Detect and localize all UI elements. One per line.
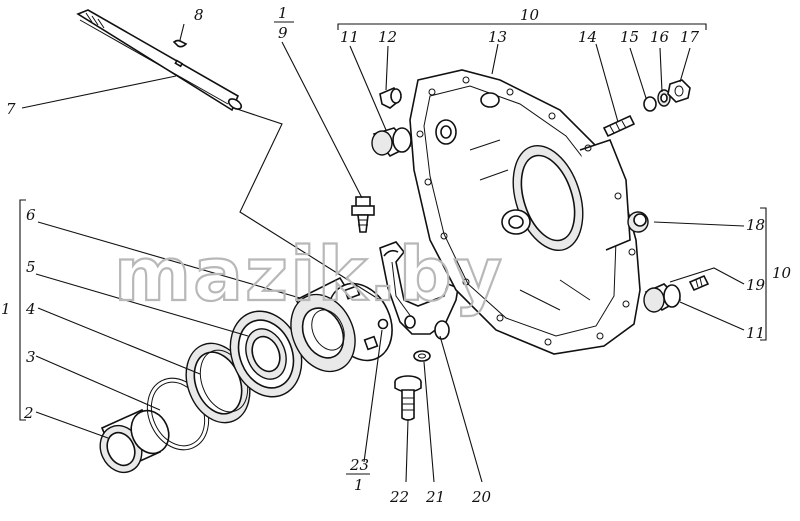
callout-23-top: 23 (349, 456, 369, 474)
callout-6: 6 (26, 206, 36, 224)
callout-labels: 1 2 3 4 5 6 7 8 1 9 10 11 12 13 14 15 16… (1, 4, 792, 506)
part-9-grease-fitting (351, 196, 375, 233)
callout-12: 12 (378, 28, 397, 46)
part-13-clutch-housing (409, 69, 641, 355)
part-2-sleeve (99, 408, 170, 474)
callout-14: 14 (578, 28, 597, 46)
callout-11-top: 11 (340, 28, 359, 46)
callout-17: 17 (680, 28, 700, 46)
part-12-plug (379, 86, 402, 109)
part-22-bolt (394, 375, 422, 421)
bracket-left-1 (19, 199, 26, 421)
part-6-bearing-housing (290, 276, 393, 373)
bracket-top-10 (337, 23, 707, 30)
callout-13: 13 (488, 28, 507, 46)
callout-21: 21 (425, 488, 445, 506)
part-21-washer (413, 350, 431, 362)
callout-4: 4 (25, 300, 36, 318)
part-18-plug (627, 211, 649, 233)
part-20-release-fork (379, 241, 459, 340)
callout-10-top: 10 (520, 6, 540, 24)
part-7-shaft (76, 9, 243, 112)
part-5-bearing (229, 310, 303, 398)
callout-1: 1 (1, 300, 11, 318)
callout-19: 19 (746, 276, 766, 294)
callout-18: 18 (746, 216, 765, 234)
callout-5: 5 (26, 258, 36, 276)
callout-9-top: 1 (278, 4, 288, 22)
callout-11-right: 11 (746, 324, 765, 342)
callout-23-bottom: 1 (354, 476, 364, 494)
part-8-key (172, 39, 188, 48)
callout-8: 8 (194, 6, 204, 24)
watermark-text: mazik.by (114, 232, 504, 318)
part-19-pin (688, 274, 710, 292)
callout-20: 20 (471, 488, 492, 506)
bracket-right-10 (760, 207, 767, 341)
callout-3: 3 (26, 348, 36, 366)
callout-9-bottom: 9 (278, 24, 288, 42)
part-4-ring (185, 342, 251, 424)
leader-lines (21, 23, 745, 483)
callout-22: 22 (389, 488, 409, 506)
part-11-bushing-top (371, 127, 412, 158)
callout-15: 15 (620, 28, 639, 46)
callout-2: 2 (23, 404, 34, 422)
part-15-washer (643, 96, 657, 112)
callout-7: 7 (6, 100, 16, 118)
part-23-ball (377, 318, 389, 330)
part-11-bushing-right (643, 283, 682, 313)
callout-10-right: 10 (772, 264, 792, 282)
part-14-stud (602, 114, 636, 138)
callout-16: 16 (650, 28, 670, 46)
part-17-nut (667, 79, 691, 103)
